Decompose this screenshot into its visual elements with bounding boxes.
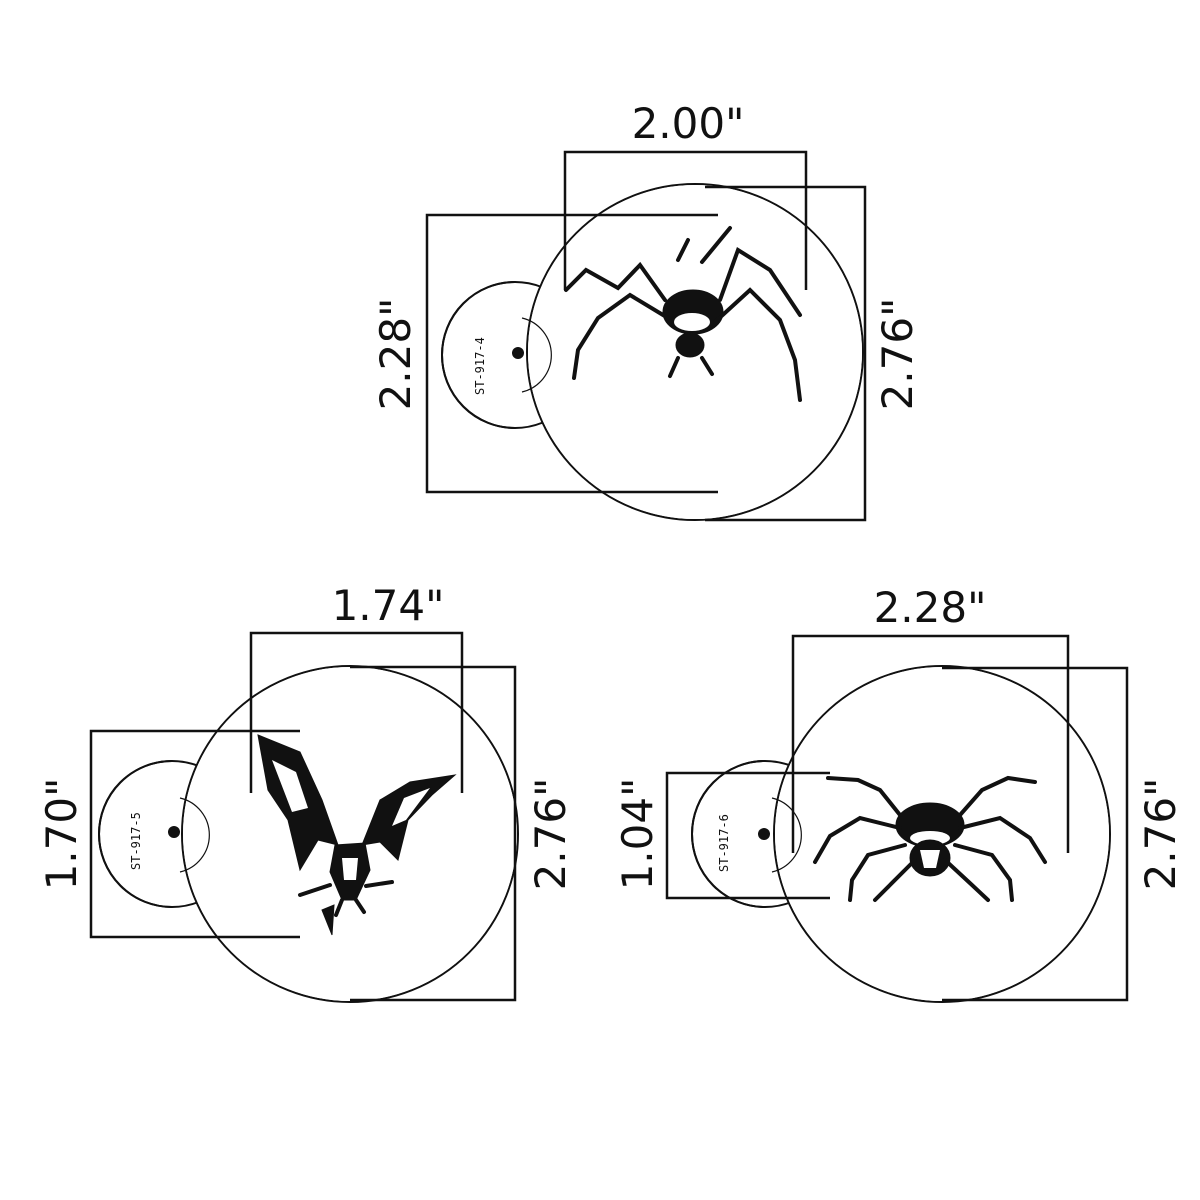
stencil-code: ST-917-5 (129, 812, 143, 870)
hanger-hole (512, 347, 524, 359)
height-label: 2.28" (371, 298, 420, 411)
hanger-arc (771, 797, 802, 873)
width-label: 1.74" (332, 581, 445, 630)
stencil-spider: ST-917-6 2.28" 1.04" 2.76" (613, 583, 1185, 1003)
hanger-arc (521, 317, 552, 393)
outer-height-label: 2.76" (1136, 778, 1185, 891)
outer-height-label: 2.76" (873, 298, 922, 411)
height-bracket (89, 729, 300, 939)
spider-hanging-icon (564, 226, 802, 402)
stencil-code: ST-917-4 (473, 337, 487, 395)
stencil-outline (441, 183, 864, 521)
height-label: 1.70" (37, 778, 86, 891)
hanger-hole (758, 828, 770, 840)
height-bracket (425, 213, 718, 494)
outer-height-label: 2.76" (526, 778, 575, 891)
outer-height-bracket (942, 666, 1129, 1002)
stencil-code: ST-917-6 (717, 814, 731, 872)
bat-icon (257, 734, 457, 936)
outer-height-bracket (705, 185, 867, 522)
spider-icon (813, 775, 1047, 902)
width-bracket (791, 634, 1070, 853)
stencil-spider-hanging: ST-917-4 2.00" 2.28" 2.76" (371, 99, 922, 522)
width-bracket (563, 150, 808, 290)
outer-height-bracket (350, 665, 517, 1002)
hanger-hole (168, 826, 180, 838)
stencil-bat: ST-917-5 1.74" 1.70" 2.76" (37, 581, 575, 1003)
width-label: 2.00" (632, 99, 745, 148)
width-bracket (249, 631, 464, 793)
width-label: 2.28" (874, 583, 987, 632)
hanger-arc (179, 797, 210, 873)
height-label: 1.04" (613, 778, 662, 891)
height-bracket (665, 771, 830, 900)
